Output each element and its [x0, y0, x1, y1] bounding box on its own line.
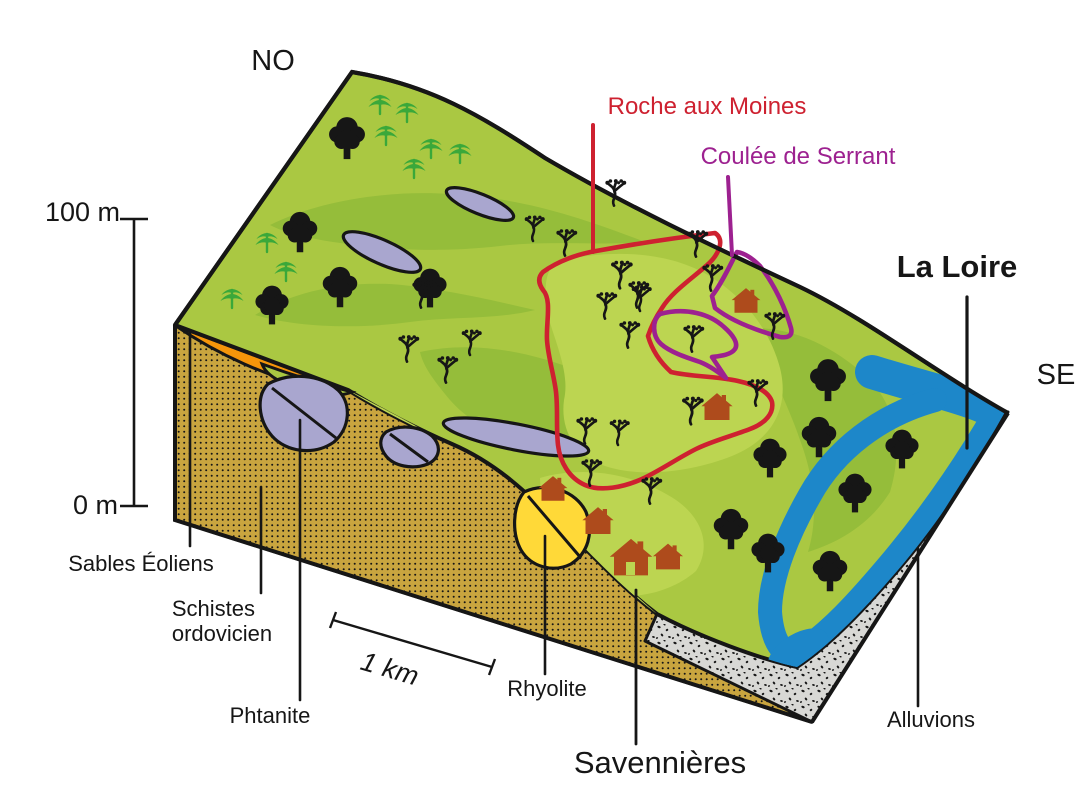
savennieres-label: Savennières: [573, 745, 747, 780]
roche-aux-moines-label: Roche aux Moines: [607, 93, 807, 120]
elevation-scale: [120, 217, 148, 508]
elevation-100m-label: 100 m: [44, 197, 120, 227]
river-side-arm: [757, 388, 947, 667]
schistes-ordovicien-label: Schistes ordovicien: [171, 596, 273, 646]
leader-coulee-de-serrant: [726, 175, 734, 257]
orientation-label-se: SE: [1036, 359, 1076, 391]
alluvions-label: Alluvions: [886, 707, 976, 732]
rhyolite-label: Rhyolite: [507, 676, 587, 701]
distance-scale-bar: [328, 611, 497, 676]
la-loire-label: La Loire: [896, 249, 1018, 284]
river-main-channel: [783, 355, 1005, 667]
coulee-de-serrant-label: Coulée de Serrant: [700, 143, 896, 170]
phtanite-lenses: [258, 186, 591, 469]
block-edges: [173, 69, 1010, 724]
rhyolite-lens: [512, 486, 592, 570]
house-door: [626, 562, 635, 575]
sables-eoliens-label: Sables Éoliens: [68, 551, 214, 576]
houses-layer: [538, 288, 761, 576]
leader-lines: [188, 123, 969, 746]
coulee-de-serrant-outline-upper: [709, 249, 794, 340]
elevation-0m-label: 0 m: [72, 490, 118, 520]
phtanite-label: Phtanite: [229, 703, 311, 728]
roche-aux-moines-outline: [536, 230, 775, 491]
orientation-label-no: NO: [251, 45, 295, 77]
coulee-de-serrant-outline-inner: [651, 309, 739, 381]
